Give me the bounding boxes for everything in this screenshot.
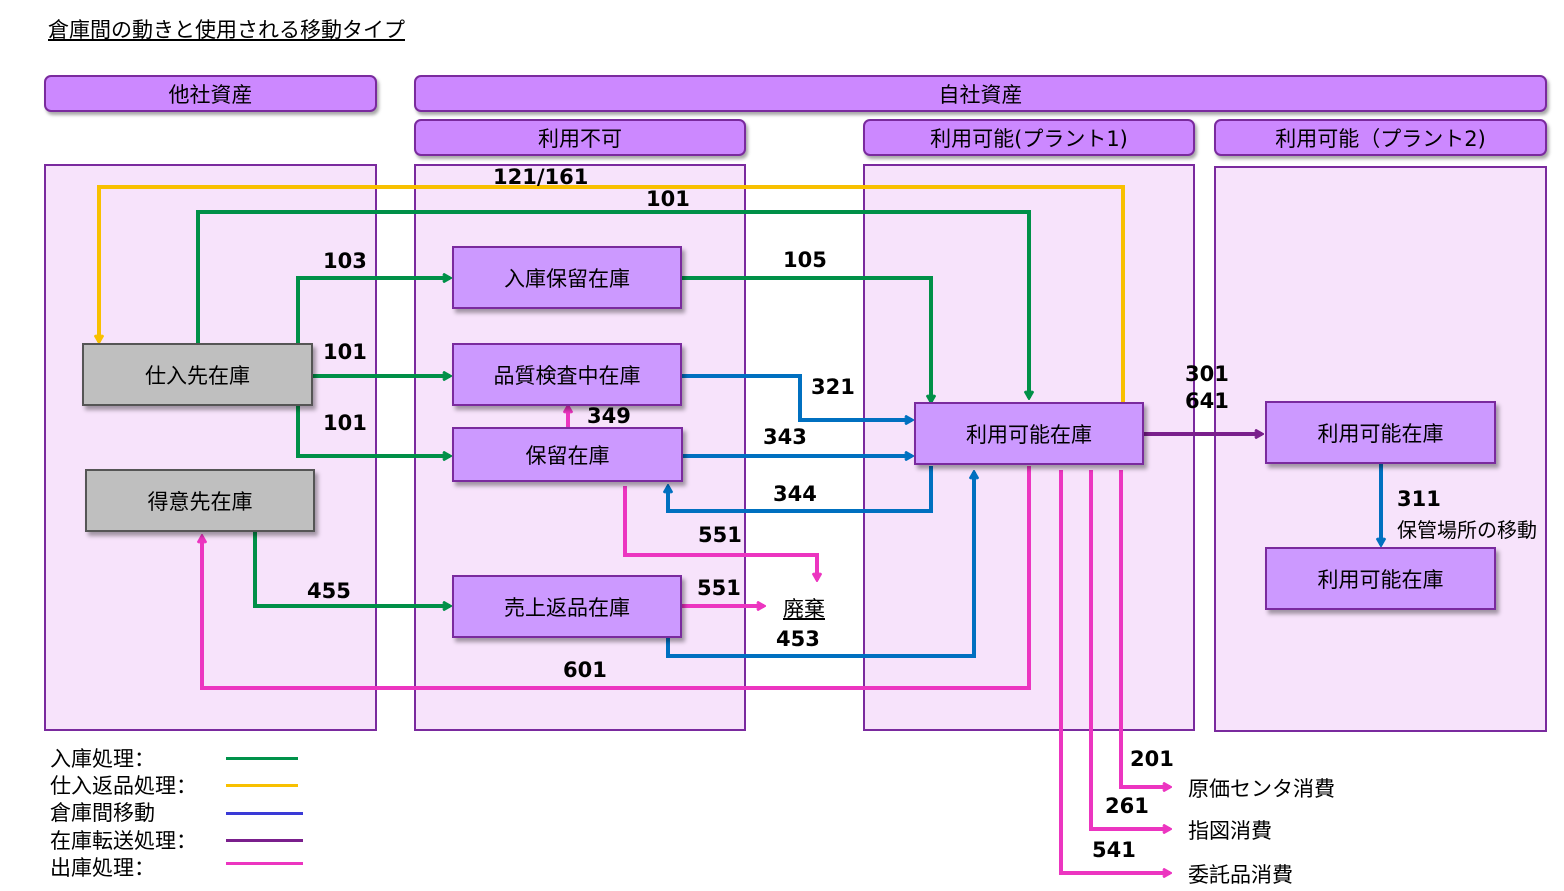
arrow-101-blocked: [296, 405, 450, 456]
arrow-101-top: [196, 210, 1029, 398]
legend-stock-transfer-line: [226, 839, 303, 842]
arrow-321: [682, 374, 912, 420]
label-261: 261: [1105, 794, 1149, 818]
header-usable-plant2: 利用可能（プラント2): [1214, 119, 1547, 156]
header-usable-plant1: 利用可能(プラント1): [863, 119, 1195, 156]
arrow-105: [682, 276, 931, 402]
legend-issue-label: 出庫処理：: [50, 856, 155, 880]
arrow-551-blocked: [623, 486, 817, 580]
label-343: 343: [763, 425, 807, 449]
header-own-assets: 自社資産: [414, 75, 1547, 112]
label-105: 105: [783, 248, 827, 272]
label-551-blocked: 551: [698, 523, 742, 547]
box-unrestricted-plant1: 利用可能在庫: [914, 402, 1144, 465]
header-unusable: 利用不可: [414, 119, 746, 156]
box-quality-inspection-stock: 品質検査中在庫: [452, 343, 682, 406]
label-344: 344: [773, 482, 817, 506]
arrow-261: [1089, 470, 1170, 829]
box-returns-stock: 売上返品在庫: [452, 575, 682, 638]
label-201: 201: [1130, 747, 1174, 771]
label-103: 103: [323, 249, 367, 273]
label-349: 349: [587, 404, 631, 428]
label-455: 455: [307, 579, 351, 603]
box-blocked-stock: 保留在庫: [452, 427, 683, 482]
label-consignment-consumption: 委託品消費: [1188, 863, 1293, 887]
box-unrestricted-plant2-b: 利用可能在庫: [1265, 547, 1496, 610]
label-311: 311: [1397, 487, 1441, 511]
legend-transfer-line: [226, 812, 303, 815]
label-cost-center-consumption: 原価センタ消費: [1188, 777, 1335, 801]
box-unrestricted-plant2-a: 利用可能在庫: [1265, 401, 1496, 464]
arrow-541: [1059, 470, 1170, 873]
arrow-103: [296, 278, 450, 347]
arrow-344: [668, 466, 933, 513]
legend-stock-transfer-label: 在庫転送処理：: [50, 829, 197, 853]
legend-issue-line: [226, 862, 303, 865]
arrow-121-161: [99, 185, 1125, 402]
legend-receipt-line: [226, 757, 298, 760]
arrow-201: [1119, 470, 1170, 787]
arrow-455: [253, 532, 450, 606]
label-541: 541: [1092, 838, 1136, 862]
label-121-161: 121/161: [493, 165, 589, 189]
arrow-453: [666, 472, 974, 658]
label-sloc-transfer: 保管場所の移動: [1397, 518, 1537, 542]
label-101-top: 101: [646, 187, 690, 211]
box-vendor-stock: 仕入先在庫: [82, 343, 313, 406]
label-301: 301: [1185, 362, 1229, 386]
box-gr-blocked-stock: 入庫保留在庫: [452, 246, 682, 309]
legend-vendor-return-label: 仕入返品処理：: [50, 774, 197, 798]
arrow-601: [202, 466, 1031, 690]
legend-receipt-label: 入庫処理：: [50, 747, 155, 771]
label-551-returns: 551: [697, 576, 741, 600]
label-641: 641: [1185, 389, 1229, 413]
header-other-assets: 他社資産: [44, 75, 377, 112]
label-101-blocked: 101: [323, 411, 367, 435]
label-101-qi: 101: [323, 340, 367, 364]
label-453: 453: [776, 627, 820, 651]
diagram-title: 倉庫間の動きと使用される移動タイプ: [48, 18, 405, 42]
label-scrap: 廃棄: [783, 597, 825, 621]
label-order-consumption: 指図消費: [1188, 819, 1272, 843]
label-321: 321: [811, 375, 855, 399]
legend-vendor-return-line: [226, 784, 298, 787]
legend-transfer-label: 倉庫間移動: [50, 801, 155, 825]
label-601: 601: [563, 658, 607, 682]
box-customer-stock: 得意先在庫: [85, 469, 315, 532]
